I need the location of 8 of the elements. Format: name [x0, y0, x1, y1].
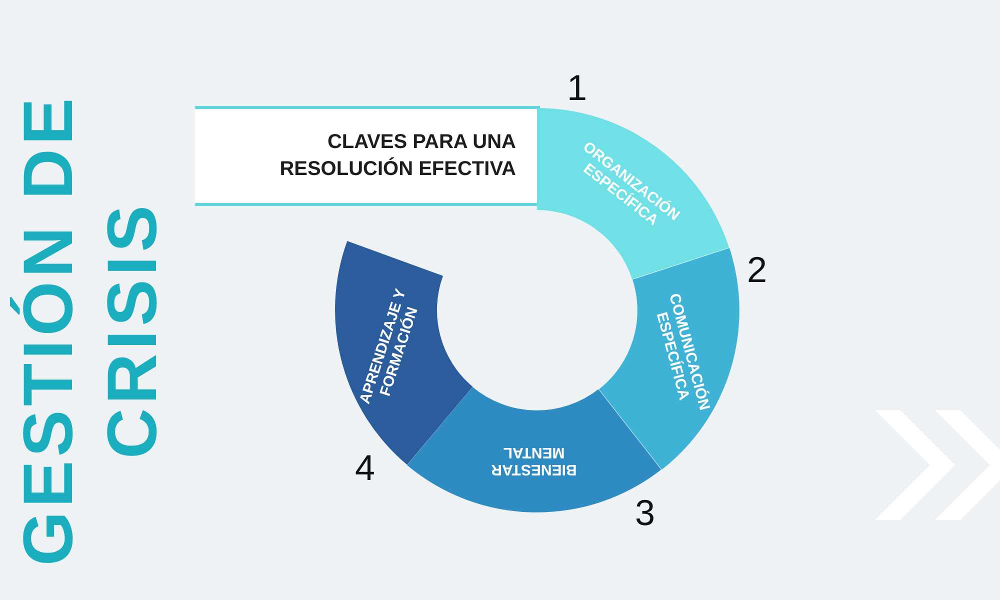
title: GESTIÓN DE CRISIS	[8, 93, 172, 568]
header-text: CLAVES PARA UNA RESOLUCIÓN EFECTIVA	[278, 130, 516, 182]
step-number: 4	[354, 447, 376, 489]
step-number: 1	[566, 67, 588, 109]
step-number: 2	[746, 249, 768, 291]
segment-label: BIENESTAR MENTAL	[490, 444, 578, 478]
header-box	[195, 106, 540, 206]
step-number: 3	[634, 492, 656, 534]
